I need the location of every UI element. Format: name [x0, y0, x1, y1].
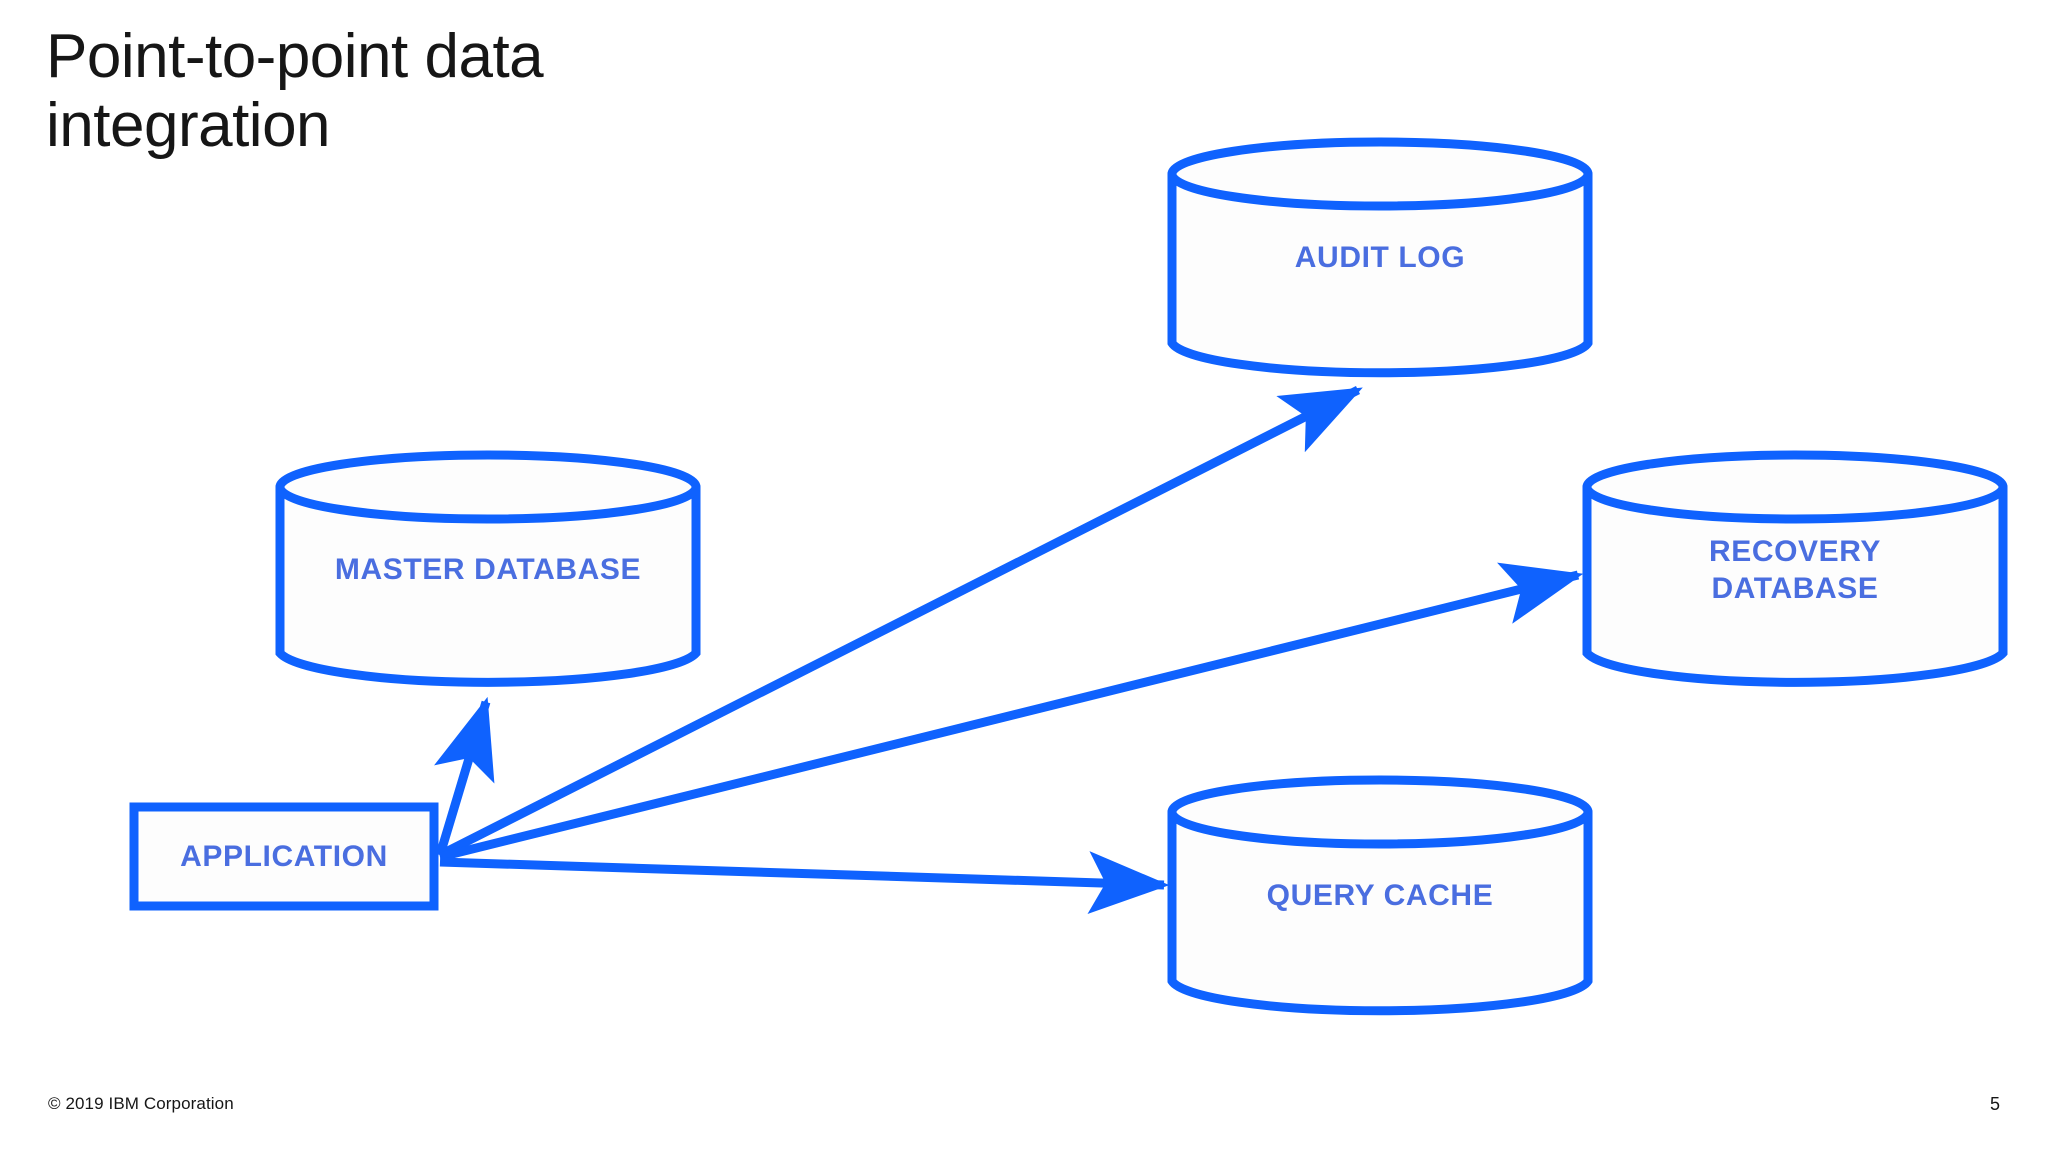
edge-application-to-audit-log — [437, 385, 1363, 860]
cylinder-body-master-database — [280, 487, 696, 683]
cylinder-top-audit-log — [1167, 137, 1593, 211]
node-master-database[interactable] — [275, 450, 701, 687]
application-box — [129, 802, 439, 911]
edge-layer — [434, 385, 1584, 915]
edge-application-to-query-cache — [439, 851, 1170, 915]
node-audit-log[interactable] — [1167, 137, 1593, 378]
cylinder-side-audit-log — [1167, 169, 1593, 378]
cylinder-top-query-cache — [1167, 775, 1593, 849]
node-application[interactable] — [129, 802, 439, 911]
cylinder-body-recovery-database — [1587, 487, 2003, 683]
node-query-cache[interactable] — [1167, 775, 1593, 1016]
node-recovery-database[interactable] — [1582, 450, 2008, 687]
cylinder-top-master-database — [275, 450, 701, 524]
edge-application-to-master-database — [434, 696, 495, 857]
cylinder-body-audit-log — [1172, 174, 1588, 373]
page-title: Point-to-point data integration — [46, 22, 544, 161]
edge-application-to-recovery-database — [438, 562, 1584, 862]
page-number: 5 — [1989, 1094, 2000, 1114]
cylinder-side-recovery-database — [1582, 482, 2008, 687]
footer-copyright: © 2019 IBM Corporation — [48, 1094, 234, 1113]
cylinder-body-query-cache — [1172, 812, 1588, 1011]
cylinder-top-recovery-database — [1582, 450, 2008, 524]
cylinder-side-query-cache — [1167, 807, 1593, 1016]
cylinder-side-master-database — [275, 482, 701, 687]
